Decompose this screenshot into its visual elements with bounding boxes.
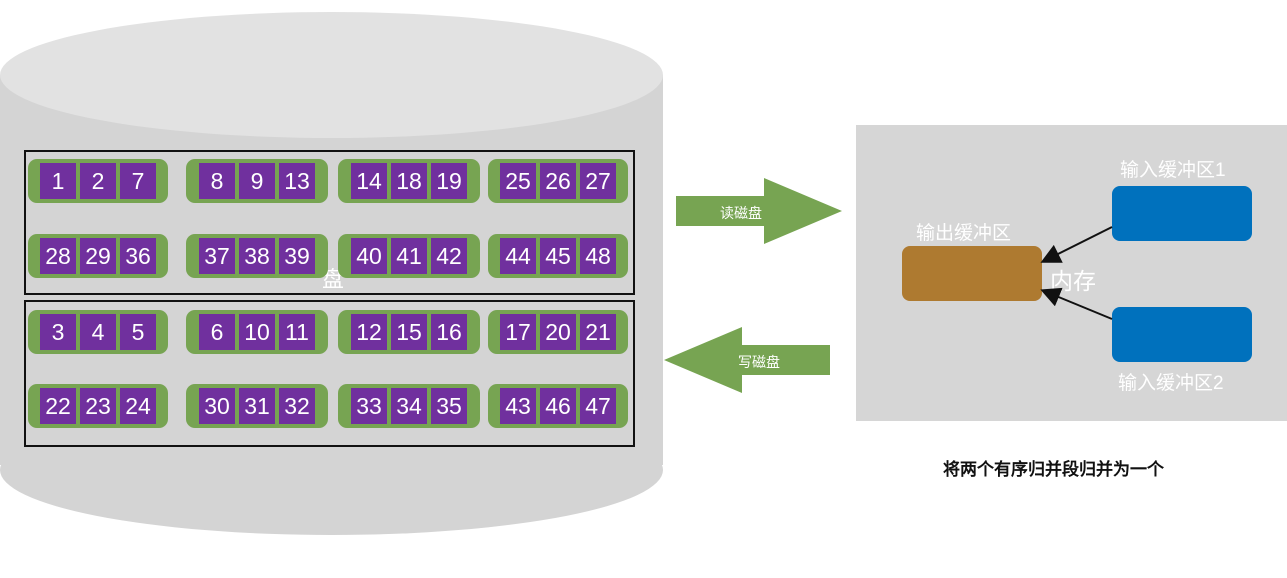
record-cell: 19 [431,163,467,199]
input-buffer-2 [1112,307,1252,362]
record-cell: 9 [239,163,275,199]
read-arrow-shape [676,178,842,244]
write-arrow-label: 写磁盘 [738,354,780,370]
record-cell: 38 [239,238,275,274]
arrow-from-input-1 [1040,226,1113,263]
record-cell: 12 [351,314,387,350]
record-cell: 34 [391,388,427,424]
record-cell: 24 [120,388,156,424]
record-cell: 16 [431,314,467,350]
output-buffer-label: 输出缓冲区 [916,223,1012,244]
record-cell: 32 [279,388,315,424]
record-cell: 25 [500,163,536,199]
record-cell: 23 [80,388,116,424]
input-buffer-2-label: 输入缓冲区2 [1118,373,1224,394]
output-buffer [902,246,1042,301]
record-cell: 28 [40,238,76,274]
record-cell: 22 [40,388,76,424]
record-cell: 44 [500,238,536,274]
record-cell: 42 [431,238,467,274]
write-arrow [664,327,830,393]
read-arrow [676,178,842,244]
record-cell: 26 [540,163,576,199]
record-cell: 33 [351,388,387,424]
record-cell: 18 [391,163,427,199]
record-cell: 48 [580,238,616,274]
record-cell: 15 [391,314,427,350]
record-cell: 20 [540,314,576,350]
merge-arrows [1040,226,1113,320]
record-cell: 27 [580,163,616,199]
read-arrow-label: 读磁盘 [720,205,762,221]
record-cell: 35 [431,388,467,424]
record-cell: 41 [391,238,427,274]
record-cell: 31 [239,388,275,424]
record-cell: 8 [199,163,235,199]
read-region [24,150,635,295]
record-cell: 2 [80,163,116,199]
record-cell: 11 [279,314,315,350]
caption: 将两个有序归并段归并为一个 [943,460,1164,479]
record-cell: 4 [80,314,116,350]
disk-top [0,12,663,138]
input-buffer-1 [1112,186,1252,241]
write-region [24,300,635,447]
record-cell: 1 [40,163,76,199]
record-cell: 10 [239,314,275,350]
record-cell: 46 [540,388,576,424]
record-cell: 5 [120,314,156,350]
record-cell: 7 [120,163,156,199]
record-cell: 6 [199,314,235,350]
input-buffer-1-label: 输入缓冲区1 [1120,160,1226,181]
record-cell: 43 [500,388,536,424]
record-cell: 47 [580,388,616,424]
record-cell: 29 [80,238,116,274]
record-cell: 3 [40,314,76,350]
record-cell: 21 [580,314,616,350]
record-cell: 17 [500,314,536,350]
record-cell: 39 [279,238,315,274]
write-arrow-shape [664,327,830,393]
record-cell: 30 [199,388,235,424]
record-cell: 40 [351,238,387,274]
record-cell: 37 [199,238,235,274]
record-cell: 14 [351,163,387,199]
record-cell: 13 [279,163,315,199]
arrow-from-input-2 [1040,287,1113,320]
record-cell: 36 [120,238,156,274]
record-cell: 45 [540,238,576,274]
